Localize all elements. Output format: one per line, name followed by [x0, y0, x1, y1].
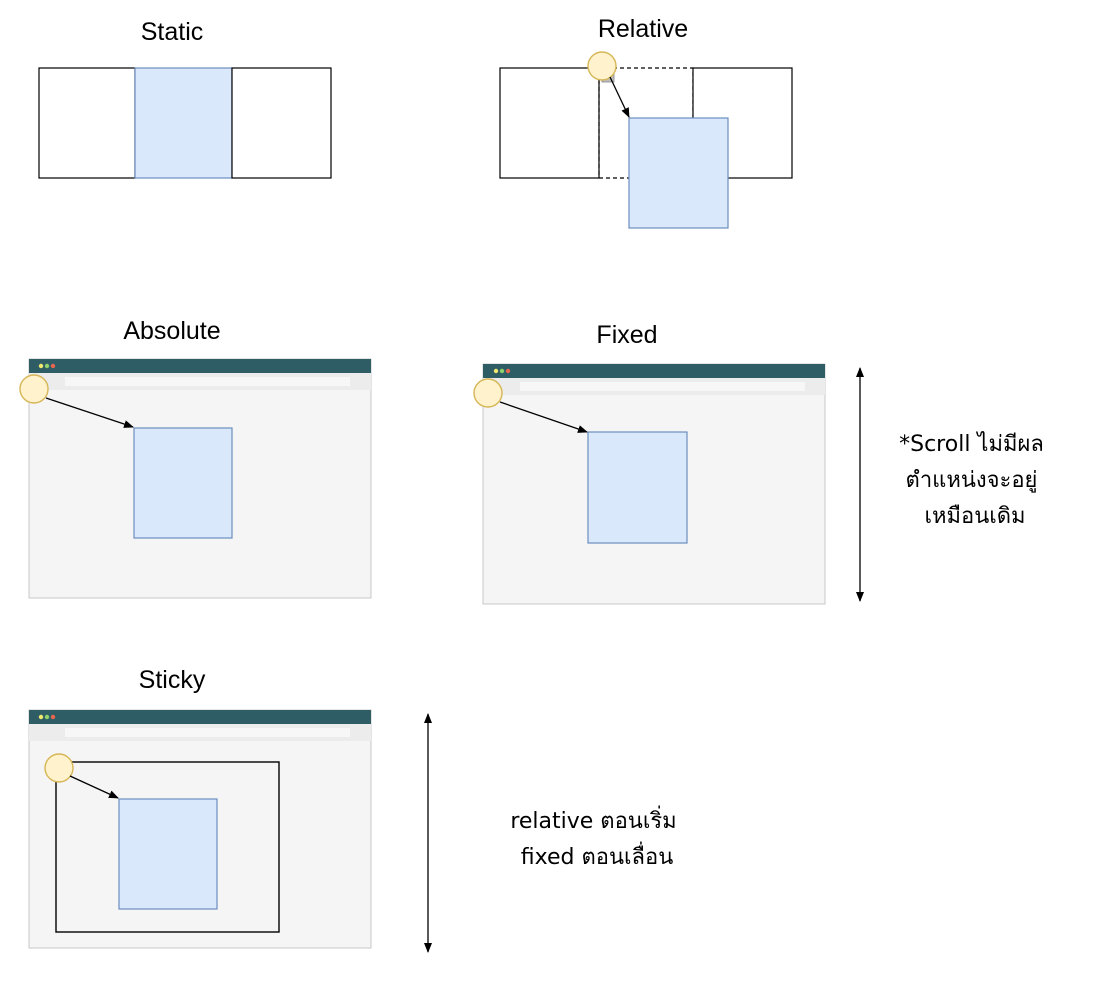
- absolute-section: Absolute: [19, 317, 372, 599]
- fixed-element: [587, 431, 688, 544]
- fixed-note-line-1: *Scroll ไม่มีผล: [899, 431, 1044, 457]
- absolute-offset-arrow: [45, 397, 134, 428]
- sticky-element: [118, 798, 218, 910]
- fixed-section: Fixed *Scroll ไม่มีผล ตำแหน่งจะอยู่ เหมื…: [473, 321, 1051, 605]
- absolute-browser-window: [28, 358, 372, 599]
- window-dot-icon: [38, 714, 44, 720]
- sticky-origin-point: [44, 753, 74, 783]
- relative-title: Relative: [598, 15, 688, 43]
- static-element: [134, 67, 233, 179]
- static-sibling-left: [38, 67, 136, 179]
- static-section: Static: [38, 18, 332, 179]
- fixed-title: Fixed: [596, 321, 657, 349]
- window-dot-icon: [50, 363, 56, 369]
- window-dot-icon: [38, 363, 44, 369]
- sticky-offset-arrow: [69, 775, 119, 799]
- relative-sibling-left: [499, 67, 600, 179]
- fixed-note-line-2: ตำแหน่งจะอยู่: [906, 468, 1038, 493]
- window-dot-icon: [44, 363, 50, 369]
- window-dot-icon: [493, 368, 499, 374]
- sticky-section: Sticky relative ตอนเริ่ม fixed ตอนเลื่อน: [28, 666, 683, 953]
- sticky-parent-container: [55, 761, 280, 933]
- absolute-title: Absolute: [123, 317, 220, 345]
- window-dot-icon: [50, 714, 56, 720]
- relative-origin-point: [587, 51, 617, 81]
- absolute-element: [133, 427, 233, 539]
- relative-element: [628, 117, 729, 229]
- sticky-note-line-2: fixed ตอนเลื่อน: [521, 841, 674, 870]
- window-dot-icon: [44, 714, 50, 720]
- relative-offset-arrow: [609, 76, 630, 118]
- fixed-offset-arrow: [499, 401, 588, 433]
- fixed-note-line-3: เหมือนเดิม: [924, 504, 1025, 529]
- sticky-note: relative ตอนเริ่ม fixed ตอนเลื่อน: [510, 805, 683, 870]
- sticky-title: Sticky: [139, 666, 206, 694]
- fixed-browser-window: [482, 363, 826, 605]
- static-title: Static: [141, 18, 204, 46]
- window-dot-icon: [499, 368, 505, 374]
- fixed-origin-point: [473, 378, 503, 408]
- absolute-origin-point: [19, 374, 49, 404]
- static-sibling-right: [231, 67, 332, 179]
- fixed-note: *Scroll ไม่มีผล ตำแหน่งจะอยู่ เหมือนเดิม: [899, 431, 1051, 529]
- relative-section: Relative: [499, 15, 793, 229]
- window-dot-icon: [505, 368, 511, 374]
- sticky-note-line-1: relative ตอนเริ่ม: [510, 805, 676, 834]
